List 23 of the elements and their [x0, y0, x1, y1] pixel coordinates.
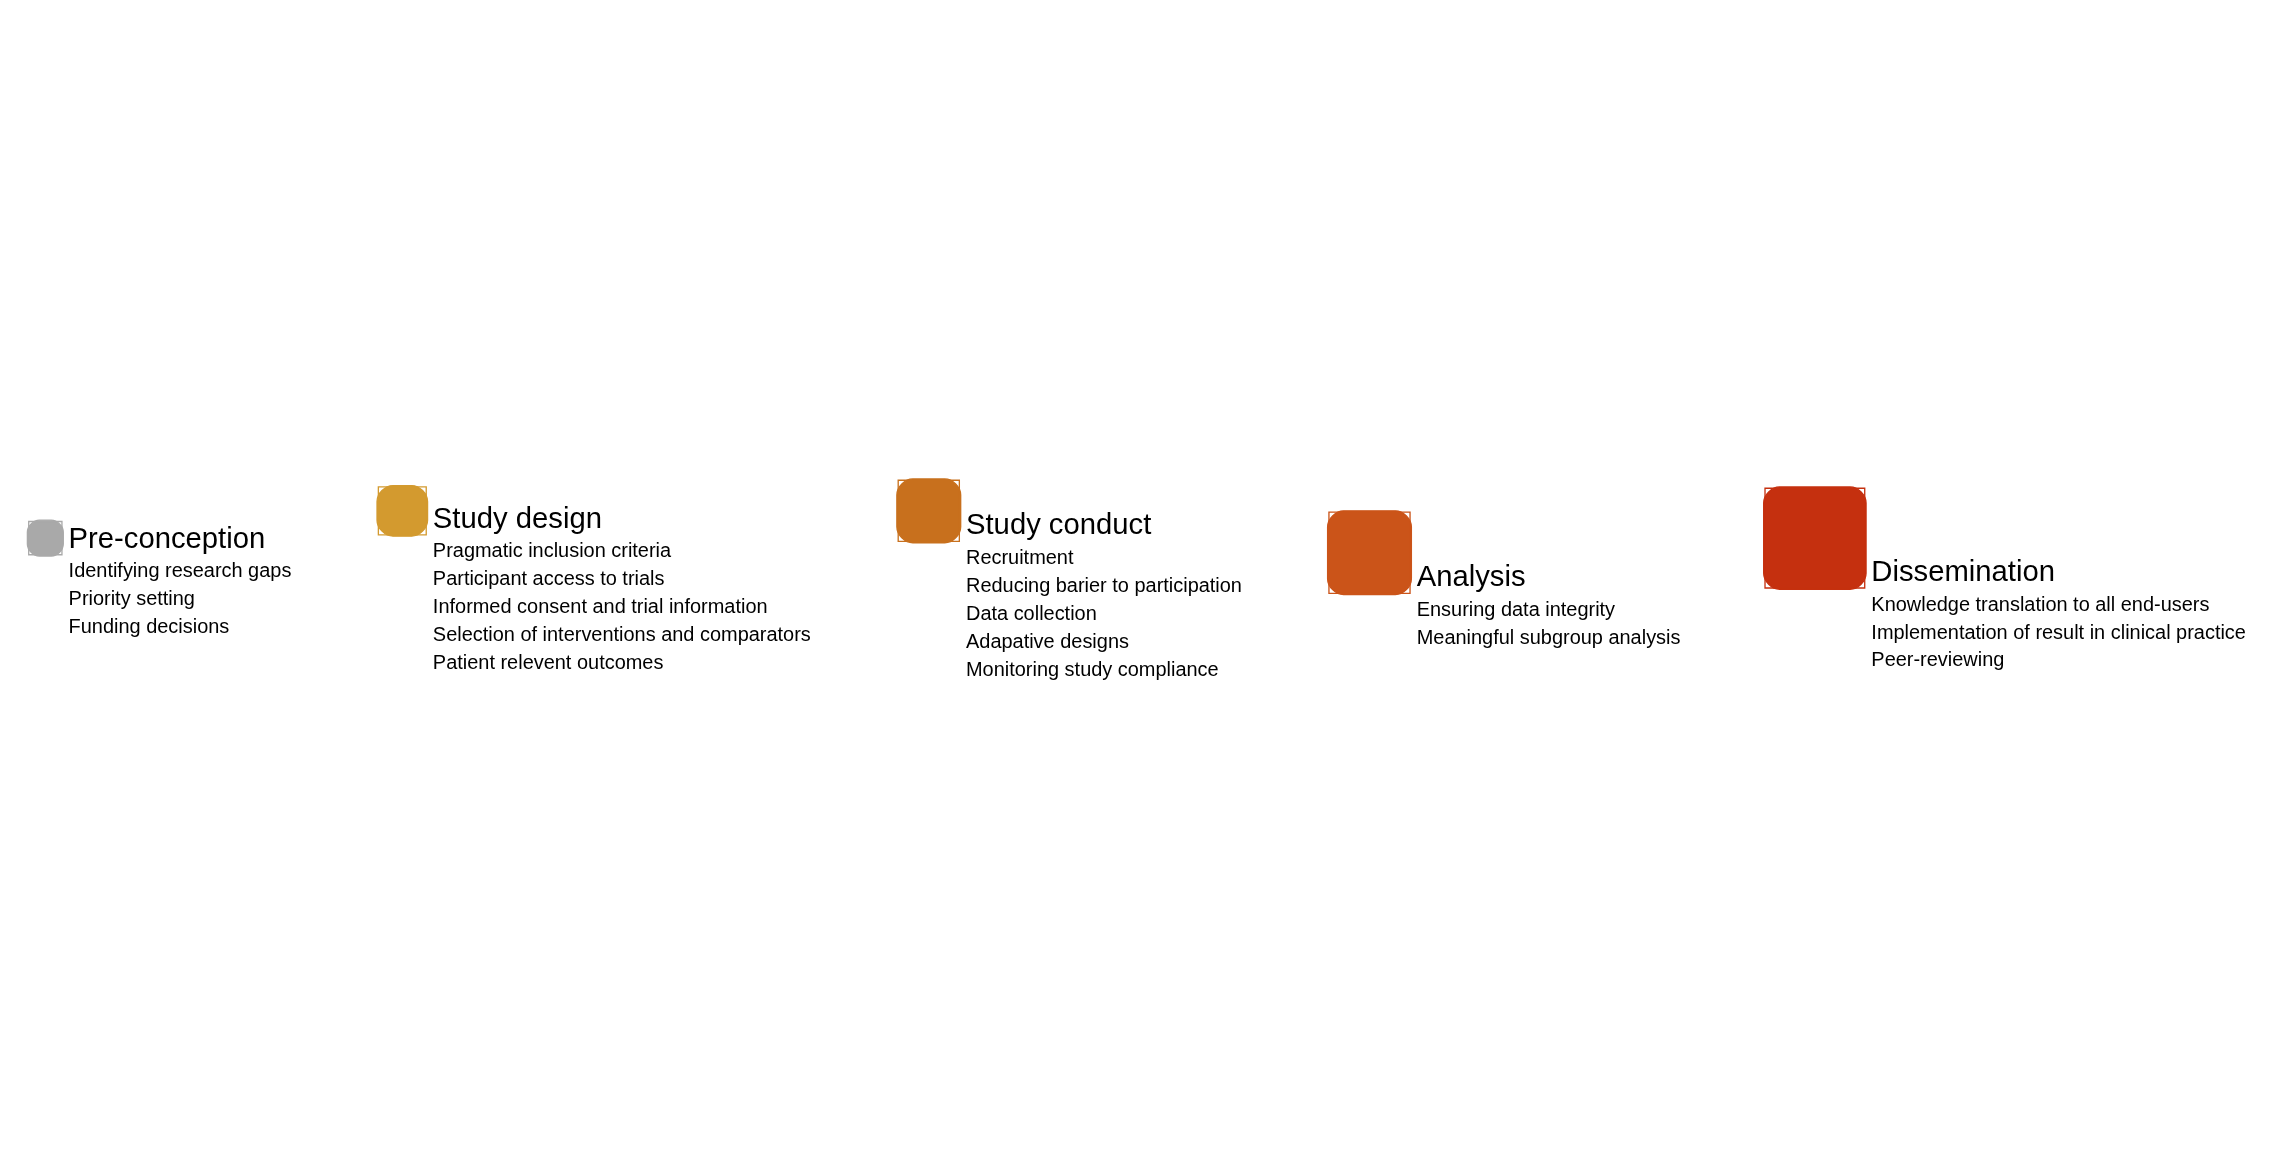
node-label: Peer-reviewing — [1871, 647, 2005, 670]
node-label: Analysis — [1416, 559, 1526, 592]
node-label: Reducing barier to participation — [966, 573, 1242, 596]
node-label: Implementation of result in clinical practice — [1871, 620, 2246, 642]
node-label: Funding decisions — [68, 614, 230, 637]
node-label: Pre-conception — [68, 521, 266, 554]
node-label: Selection of interventions and comparators — [432, 622, 811, 645]
node-label: Study design — [432, 501, 602, 534]
node-label: Patient relevent outcomes — [432, 650, 664, 673]
node-label: Identifying research gaps — [68, 558, 292, 581]
node-label: Ensuring data integrity — [1416, 597, 1616, 620]
node-label: Priority setting — [68, 586, 195, 609]
node-label: Study conduct — [966, 507, 1152, 540]
node-label: Recruitment — [966, 545, 1074, 568]
node-label: Adapative designs — [966, 629, 1129, 652]
node-label: Monitoring study compliance — [966, 657, 1219, 680]
node-label: Dissemination — [1871, 554, 2055, 587]
node-label: Participant access to trials — [432, 566, 665, 589]
node-label: Meaningful subgroup analysis — [1416, 625, 1681, 648]
node-label: Knowledge translation to all end-users — [1871, 592, 2210, 615]
node-label: Pragmatic inclusion criteria — [432, 538, 672, 561]
node-label: Informed consent and trial information — [432, 594, 768, 617]
node-label: Data collection — [966, 601, 1097, 624]
